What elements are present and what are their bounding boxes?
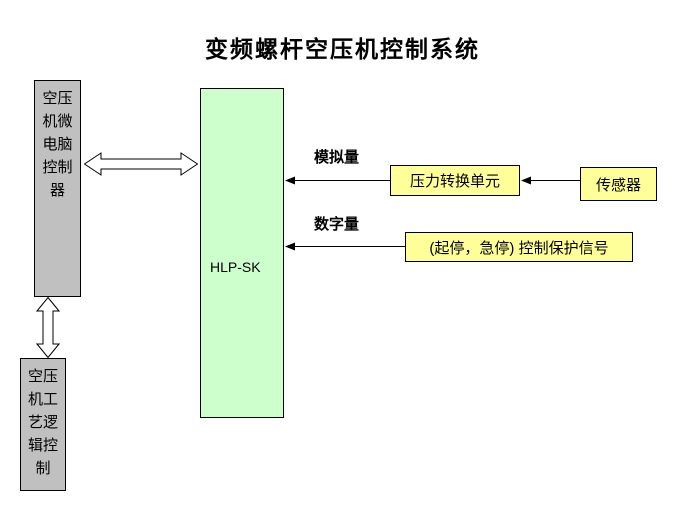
node-sensor: 传感器: [580, 167, 657, 201]
node-hlp-sk: HLP-SK: [200, 88, 284, 418]
node-compressor-microcomputer-controller: 空压机微电脑控制器: [34, 80, 81, 297]
node-process-logic-control: 空压机工艺逻辑控制: [20, 358, 66, 491]
node-pressure-conversion-unit: 压力转换单元: [390, 165, 520, 196]
arrow-digital-input-icon: [285, 242, 405, 251]
bidirectional-arrow-horizontal-icon: [84, 152, 198, 176]
analog-signal-label: 模拟量: [314, 149, 360, 166]
bidirectional-arrow-vertical-icon: [36, 297, 60, 358]
digital-signal-label: 数字量: [314, 216, 360, 233]
node-control-protection-signal: (起停，急停) 控制保护信号: [405, 232, 633, 262]
hlp-sk-label: HLP-SK: [210, 259, 261, 275]
arrow-analog-input-icon: [285, 176, 390, 185]
arrow-sensor-to-pressure-unit-icon: [521, 176, 580, 185]
diagram-title: 变频螺杆空压机控制系统: [205, 36, 480, 62]
